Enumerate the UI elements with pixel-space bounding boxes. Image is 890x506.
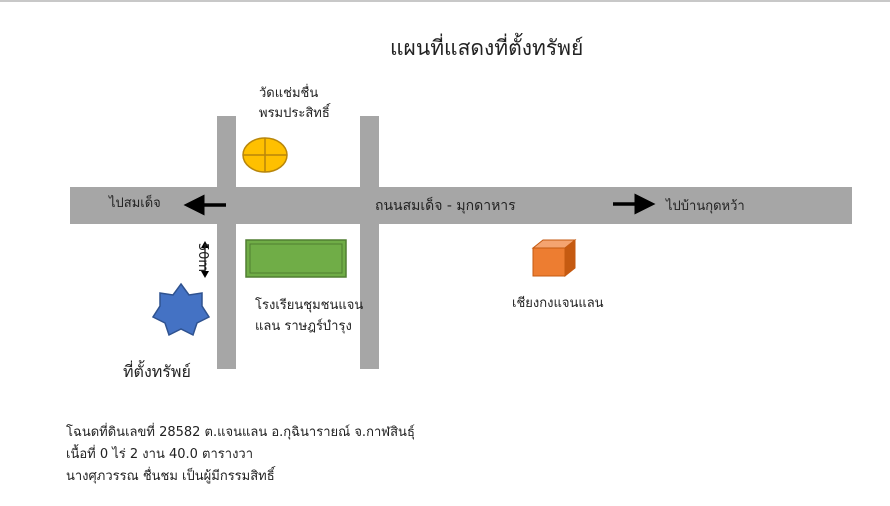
temple-circle-icon <box>242 137 288 173</box>
school-label-line2: แลน ราษฎร์บำรุง <box>255 319 352 334</box>
distance-arrow-top <box>201 241 209 248</box>
shop-label: เชียงกงแจนแลน <box>512 296 604 311</box>
temple-label-line2: พรมประสิทธิ์ <box>259 106 330 121</box>
school-label-line1: โรงเรียนชุมชนแจน <box>255 298 364 313</box>
temple-label-line1: วัดแช่มชื่น <box>259 86 319 101</box>
deed-info-line3: นางศุภวรรณ ชื่นชม เป็นผู้มีกรรมสิทธิ์ <box>66 469 275 484</box>
side-road-left <box>217 116 236 369</box>
distance-arrow-bottom <box>201 271 209 278</box>
shop-cube-icon <box>531 238 577 278</box>
deed-info-line1: โฉนดที่ดินเลขที่ 28582 ต.แจนแลน อ.กุฉินา… <box>66 425 415 440</box>
deed-info: โฉนดที่ดินเลขที่ 28582 ต.แจนแลน อ.กุฉินา… <box>66 422 415 488</box>
deed-info-line2: เนื้อที่ 0 ไร่ 2 งาน 40.0 ตารางวา <box>66 447 254 462</box>
top-rule <box>0 0 890 2</box>
side-road-right <box>360 116 379 369</box>
property-label: ที่ตั้งทรัพย์ <box>123 362 191 381</box>
to-left-label: ไปสมเด็จ <box>109 196 161 211</box>
property-star-icon <box>151 282 211 337</box>
to-right-label: ไปบ้านกุดหว้า <box>666 199 745 214</box>
road-name-label: ถนนสมเด็จ - มุกดาหาร <box>375 198 516 214</box>
school-rectangle-icon <box>245 239 347 278</box>
distance-label: 50m <box>195 242 211 273</box>
map-title: แผนที่แสดงที่ตั้งทรัพย์ <box>390 36 584 60</box>
